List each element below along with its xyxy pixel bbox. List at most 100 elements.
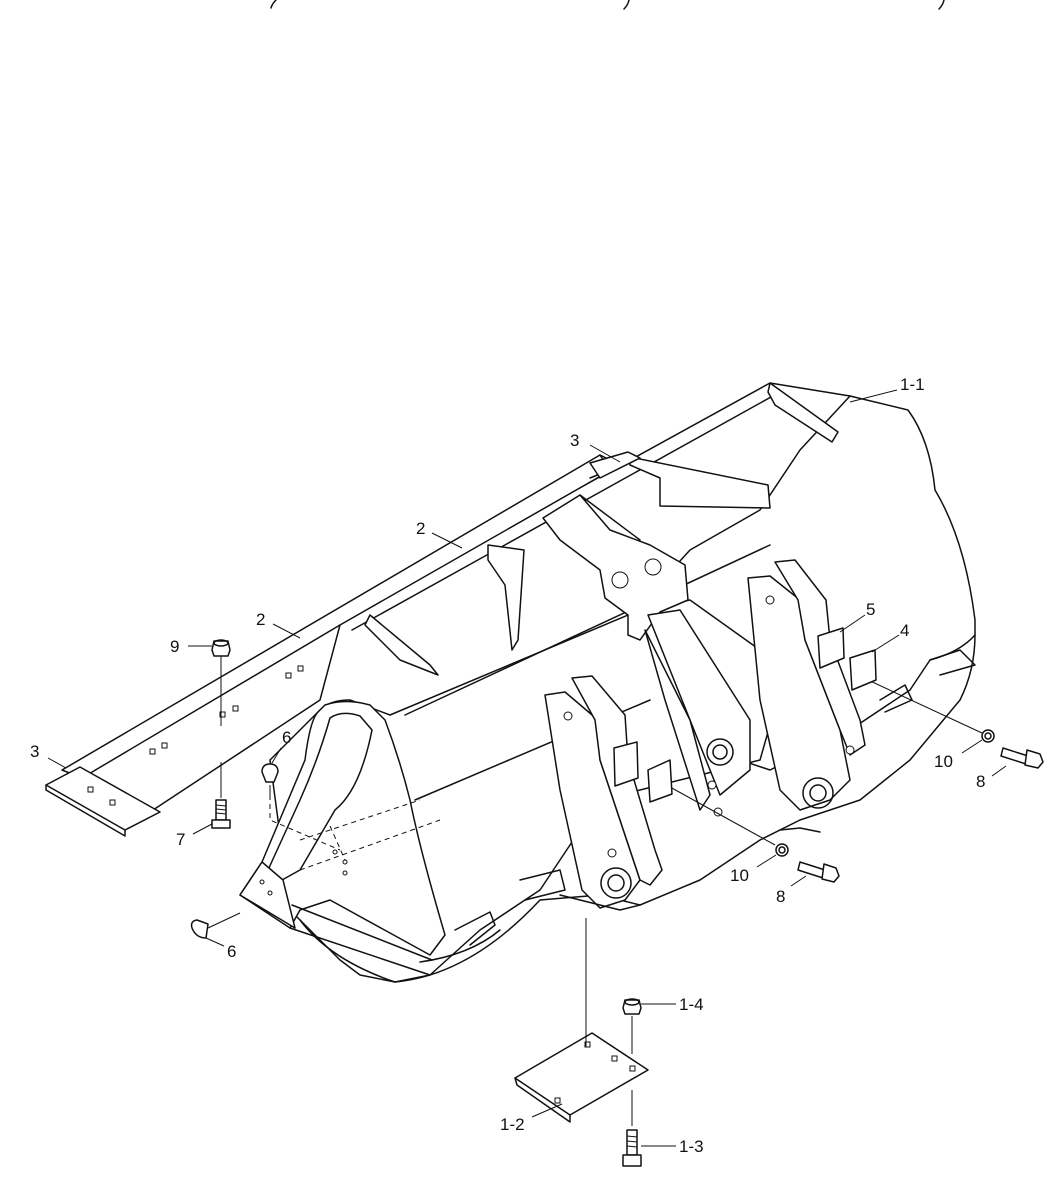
side-gusset: [239, 861, 296, 929]
end-bit-left-edge: [45, 784, 126, 837]
wear-plate: [514, 1032, 649, 1116]
bracket-base: [559, 894, 641, 911]
linkage-pin-boss: [706, 738, 734, 766]
plate-hole-4: [554, 1097, 561, 1104]
rim-gusset-mid: [487, 544, 525, 651]
right-pin-hole: [809, 784, 827, 802]
edge-hole-3: [219, 711, 226, 718]
edge-hole-4: [232, 705, 239, 712]
wear-strip-3: [929, 649, 976, 676]
nut-9: [211, 639, 231, 657]
callout-10-right: 10: [934, 752, 953, 771]
left-pin-boss: [600, 867, 632, 899]
gusset-hole-1: [259, 879, 265, 885]
wear-plate-edge: [514, 1077, 571, 1123]
side-plate-cutout: [267, 712, 373, 881]
wear-strip-1: [419, 929, 501, 963]
header-paren-left: [270, 0, 277, 9]
wear-strip-1b: [454, 911, 496, 946]
rim-plate-center: [629, 456, 771, 509]
pad-5: [817, 627, 845, 669]
left-pin-hole: [607, 874, 625, 892]
linkage-pin-hole: [712, 744, 728, 760]
header-paren-mid: [623, 0, 630, 10]
edge-hole-2: [161, 742, 168, 749]
right-pin-boss: [802, 777, 834, 809]
wear-strip-4: [879, 684, 913, 713]
callout-1-4: 1-4: [679, 995, 704, 1014]
callouts: 1-1 3 2 2 9 3 6 7 6 5 4 10 8 10 8 1-4 1-: [30, 375, 1007, 1156]
washer-10-right-hole: [984, 732, 992, 740]
callout-8-left: 8: [776, 887, 785, 906]
callout-6-lower: 6: [227, 942, 236, 961]
callout-3-top: 3: [570, 431, 579, 450]
washer-10-left: [775, 843, 789, 857]
callout-7: 7: [176, 830, 185, 849]
callout-4: 4: [900, 621, 909, 640]
linkage-bracket-upper: [542, 494, 689, 641]
bolt-1-3: [622, 1129, 642, 1167]
callout-6-upper: 6: [282, 728, 291, 747]
nut-1-4: [622, 998, 642, 1015]
linkage-hole-1: [611, 571, 629, 589]
linkage-edge: [579, 494, 641, 541]
callout-3-left: 3: [30, 742, 39, 761]
cutting-edge-line: [81, 624, 341, 779]
leader-washer-10b: [867, 679, 983, 734]
end-bit-hole-1: [87, 786, 94, 793]
header-paren-right: [938, 0, 945, 10]
lift-bracket-right-outer: [747, 575, 851, 811]
plug-6-upper: [261, 763, 279, 783]
bolt-8-right: [1000, 747, 1044, 769]
hidden-line-1: [269, 795, 341, 851]
plug-6-lower: [190, 912, 241, 939]
rim-gusset-right: [767, 382, 839, 443]
washer-10-left-hole: [778, 846, 786, 854]
callout-1-1: 1-1: [900, 375, 925, 394]
end-bit-hole-2: [109, 799, 116, 806]
header-fragment: ( , ) ): [270, 0, 945, 10]
edge-hole-1: [149, 748, 156, 755]
bucket-floor-edge: [289, 927, 431, 976]
bucket-bottom-edge: [299, 634, 976, 983]
bolt-7: [211, 799, 231, 829]
linkage-small-hole-2: [713, 807, 723, 817]
callout-1-3: 1-3: [679, 1137, 704, 1156]
linkage-small-hole-1: [707, 780, 717, 790]
callout-8-right: 8: [976, 772, 985, 791]
washer-10-right: [981, 729, 995, 743]
linkage-hole-2: [644, 558, 662, 576]
hidden-hole-2: [342, 859, 348, 865]
linkage-arm-left: [644, 629, 711, 811]
plate-hole-1: [584, 1041, 591, 1048]
callout-9: 9: [170, 637, 179, 656]
bolt-8-left: [797, 861, 840, 883]
leader-washer-10a: [660, 781, 776, 846]
wear-strip-5: [779, 827, 821, 833]
edge-hole-6: [297, 665, 304, 672]
hidden-hole-3: [342, 870, 348, 876]
bucket-side-plate: [239, 700, 446, 956]
callout-2-lower: 2: [256, 610, 265, 629]
callout-2-upper: 2: [416, 519, 425, 538]
right-bracket-hole: [765, 595, 775, 605]
rim-gusset-left: [364, 614, 439, 676]
hidden-hole-1: [332, 849, 338, 855]
plate-hole-3: [629, 1065, 636, 1072]
left-bracket-hole-2: [607, 848, 617, 858]
pad-5-left: [613, 741, 639, 787]
callout-5: 5: [866, 600, 875, 619]
right-bracket-hole-2: [845, 745, 855, 755]
left-bracket-hole: [563, 711, 573, 721]
plate-hole-2: [611, 1055, 618, 1062]
gusset-hole-2: [267, 890, 273, 896]
hidden-lines-2: [299, 799, 441, 871]
wear-strip-2: [519, 869, 566, 901]
end-bit-left: [45, 766, 161, 831]
callout-1-2: 1-2: [500, 1115, 525, 1134]
pad-4: [849, 649, 877, 691]
pad-4-left: [647, 759, 673, 803]
end-bit-right: [589, 451, 641, 479]
body-crease-1: [404, 544, 771, 716]
